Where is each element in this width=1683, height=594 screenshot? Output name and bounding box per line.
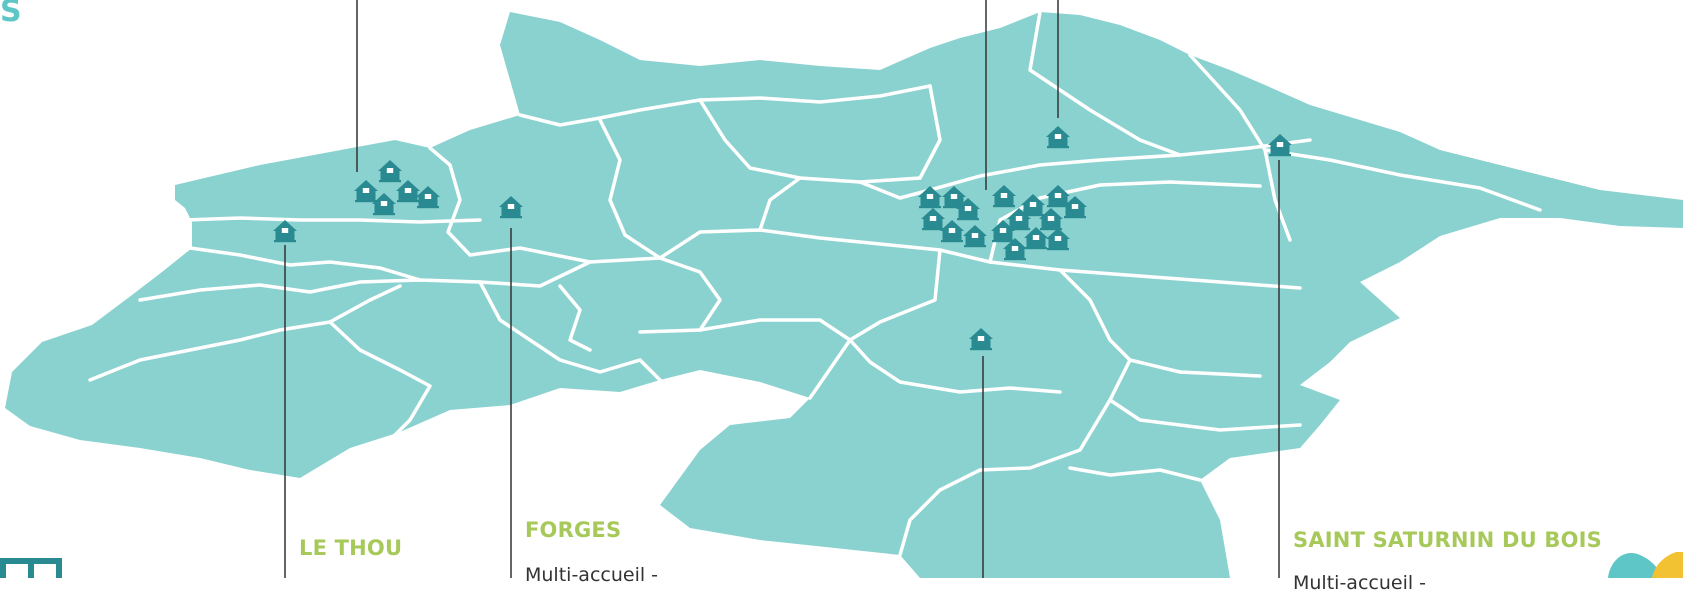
corner-box-fragment [0, 558, 62, 578]
location-label-saint-saturnin-du-bois: SAINT SATURNIN DU BOIS [1293, 528, 1602, 552]
location-description-saint-saturnin-du-bois: Multi-accueil - [1293, 572, 1427, 594]
leader-lines [284, 0, 1280, 578]
territory-outline [5, 12, 1683, 578]
map [0, 0, 1683, 578]
header-fragment: S [0, 0, 22, 29]
location-description-forges: Multi-accueil - [525, 564, 659, 586]
location-label-le-thou: LE THOU [299, 536, 403, 560]
decorative-leaf-fragment [1608, 552, 1683, 578]
location-label-forges: FORGES [525, 518, 622, 542]
